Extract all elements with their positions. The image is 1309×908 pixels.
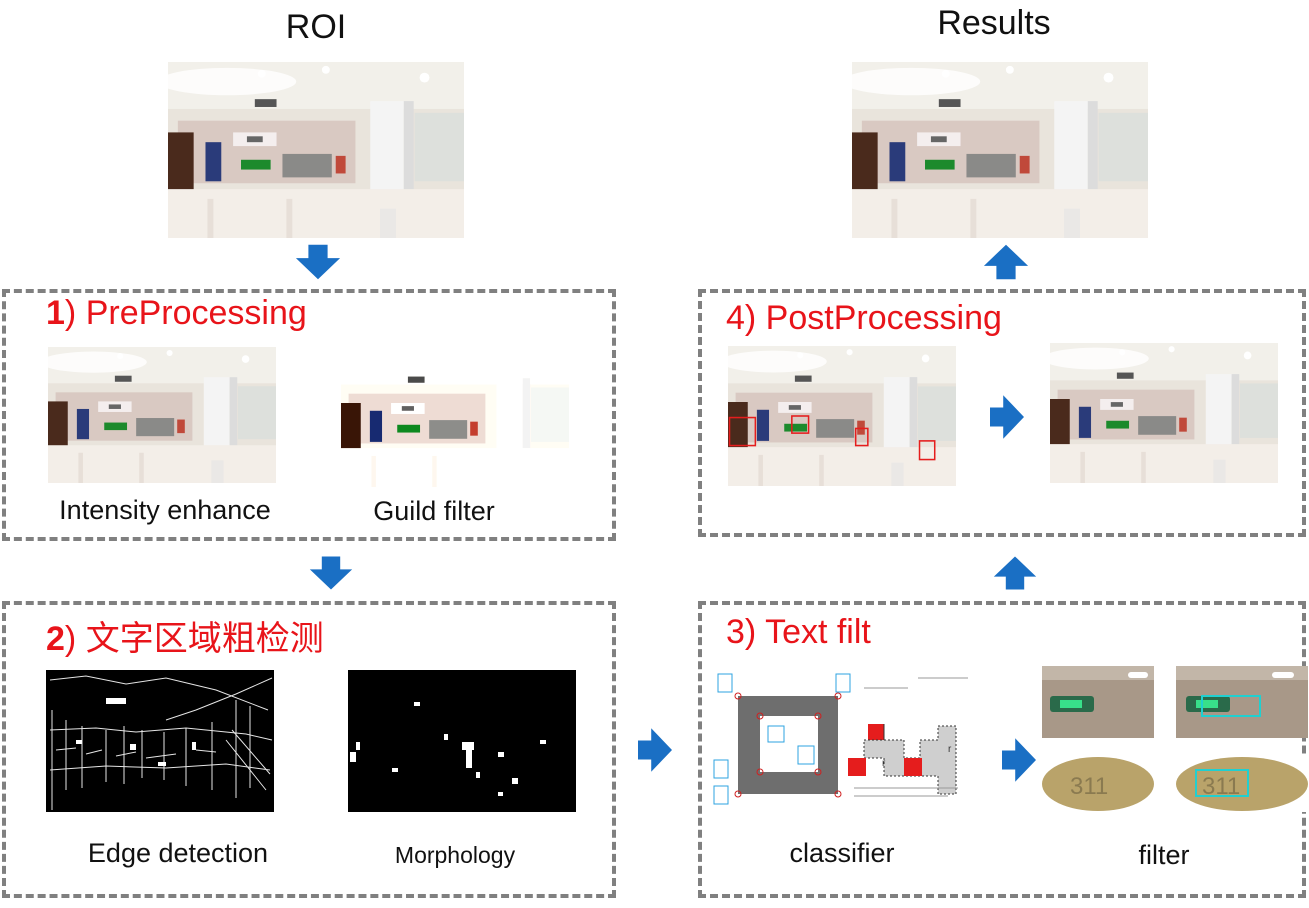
roi-title: ROI — [285, 8, 347, 46]
classifier-caption: classifier — [789, 838, 895, 868]
arrow-right-icon — [638, 726, 672, 774]
arrow-right-icon — [990, 392, 1024, 442]
guild-filter-image — [341, 347, 569, 487]
svg-text:r: r — [948, 744, 952, 755]
edge-detection-caption: Edge detection — [87, 838, 269, 868]
results-title: Results — [937, 4, 1051, 42]
results-image — [852, 62, 1148, 238]
guild-filter-caption: Guild filter — [373, 496, 495, 526]
step2-text: ) 文字区域粗检测 — [64, 620, 324, 658]
postprocessing-panel — [698, 289, 1306, 537]
postprocessing-output-image — [1050, 343, 1278, 483]
text-filter-label: 3) Text filt — [726, 613, 871, 651]
arrow-up-icon — [982, 244, 1030, 280]
classifier-diagram: r r — [708, 668, 980, 810]
postprocessing-input-image — [728, 346, 956, 486]
arrow-up-icon — [992, 556, 1038, 590]
arrow-down-icon — [294, 244, 342, 280]
step1-number: 1 — [46, 294, 65, 332]
step1-text: ) PreProcessing — [64, 294, 307, 332]
arrow-down-icon — [308, 556, 354, 590]
morphology-image — [348, 670, 576, 812]
step2-number: 2 — [46, 620, 65, 658]
filter-crop-sign — [1042, 666, 1154, 738]
postprocessing-label: 4) PostProcessing — [726, 299, 1002, 337]
filter-crop-digits-boxed: 311 — [1176, 756, 1308, 812]
roi-image — [168, 62, 464, 238]
intensity-enhance-caption: Intensity enhance — [59, 495, 271, 525]
text-region-detection-label: 2) 文字区域粗检测 — [46, 611, 324, 660]
svg-text:r: r — [882, 758, 886, 769]
filter-caption: filter — [1138, 840, 1190, 870]
edge-detection-image — [46, 670, 274, 812]
preprocessing-label: 1) PreProcessing — [46, 294, 307, 333]
filter-crop-sign-boxed — [1176, 666, 1308, 738]
arrow-right-icon — [1002, 736, 1036, 784]
text-filter-panel — [698, 601, 1306, 898]
filter-digits-text: 311 — [1070, 773, 1108, 800]
intensity-enhance-image — [48, 347, 276, 483]
filter-crop-digits: 311 — [1042, 756, 1154, 812]
preprocessing-panel — [2, 289, 616, 541]
morphology-caption: Morphology — [394, 842, 516, 868]
text-region-detection-panel — [2, 601, 616, 898]
